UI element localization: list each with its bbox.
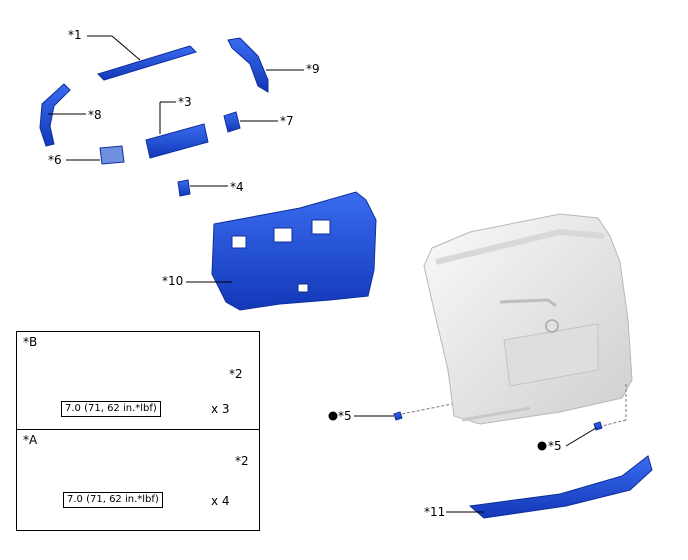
callout-6: *6 — [48, 153, 62, 167]
part-9-pillar-trim-right — [227, 37, 304, 93]
inset-box-a: *A *2 7.0 (71, 62 in.*lbf) x 4 — [16, 429, 260, 531]
callout-9: *9 — [306, 62, 320, 76]
part-3-handle — [145, 101, 209, 159]
torque-spec-a: 7.0 (71, 62 in.*lbf) — [63, 492, 163, 508]
bolt-qty-b: x 3 — [211, 402, 230, 416]
part-10-trim-board — [186, 191, 377, 311]
callout-2-b: *2 — [229, 367, 243, 381]
callout-4: *4 — [230, 180, 244, 194]
callout-2-a: *2 — [235, 454, 249, 468]
callout-5-right: *5 — [548, 439, 562, 453]
inset-b-tag: *B — [23, 335, 38, 349]
part-5-clip-left — [328, 403, 453, 421]
part-5-clip-right — [537, 384, 627, 451]
inset-box-b: *B *2 7.0 (71, 62 in.*lbf) x 3 — [16, 331, 260, 431]
part-11-lower-garnish — [446, 455, 653, 519]
inset-a-tag: *A — [23, 433, 38, 447]
callout-10: *10 — [162, 274, 184, 288]
callout-1: *1 — [68, 28, 82, 42]
part-6-grille — [66, 145, 125, 165]
part-4-bracket — [177, 179, 228, 197]
bolt-qty-a: x 4 — [211, 494, 230, 508]
callout-5-left: *5 — [338, 409, 352, 423]
part-8-pillar-trim-left — [39, 83, 86, 147]
callout-3: *3 — [178, 95, 192, 109]
torque-spec-b: 7.0 (71, 62 in.*lbf) — [61, 401, 161, 417]
back-door — [423, 213, 633, 425]
callout-7: *7 — [280, 114, 294, 128]
part-7-cover — [223, 111, 278, 133]
callout-11: *11 — [424, 505, 446, 519]
callout-8: *8 — [88, 108, 102, 122]
part-1-garnish — [87, 35, 197, 81]
